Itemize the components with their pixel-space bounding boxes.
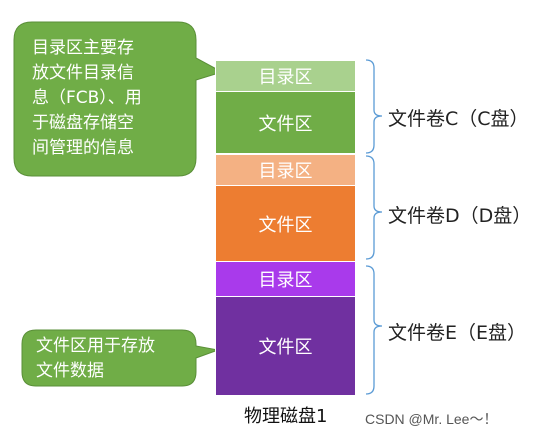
top-callout-line: 于磁盘存储空 [32,113,134,133]
volume-d-file-area: 文件区 [215,185,356,262]
volume-e-file-area: 文件区 [215,296,356,396]
bottom-callout-line: 文件区用于存放 [36,336,155,356]
top-callout-line: 息（FCB）、用 [32,88,142,108]
volume-e-label: 文件卷E（E盘） [388,322,527,344]
volume-e-file-label: 文件区 [258,337,313,358]
volume-c-directory-label: 目录区 [258,67,313,88]
volume-d-file-label: 文件区 [258,214,313,236]
volume-c-directory-area: 目录区 [215,60,356,92]
volume-d-directory-label: 目录区 [258,161,313,182]
volume-c-label: 文件卷C（C盘） [388,108,529,130]
volume-d-label: 文件卷D（D盘） [388,205,532,227]
top-callout-line: 目录区主要存 [32,38,134,58]
top-callout-bubble [13,21,224,177]
bottom-callout-line: 文件数据 [36,361,104,381]
volume-c-file-label: 文件区 [258,113,313,135]
volume-d-directory-area: 目录区 [215,154,356,186]
volume-e-directory-label: 目录区 [258,270,313,291]
volume-d-brace [365,155,383,260]
bottom-callout-text: 文件区用于存放 文件数据 [36,334,155,384]
top-callout-text: 目录区主要存 放文件目录信 息（FCB）、用 于磁盘存储空 间管理的信息 [32,36,142,161]
volume-e-directory-area: 目录区 [215,261,356,297]
top-callout-line: 放文件目录信 [32,63,134,83]
physical-disk-label: 物理磁盘1 [244,406,328,427]
volume-c-file-area: 文件区 [215,91,356,154]
csdn-watermark: CSDN @Mr. Lee～！ [365,411,498,427]
volume-c-brace [365,59,383,154]
top-callout-line: 间管理的信息 [32,138,134,158]
volume-e-brace [365,265,383,395]
bottom-callout-bubble [21,329,220,387]
